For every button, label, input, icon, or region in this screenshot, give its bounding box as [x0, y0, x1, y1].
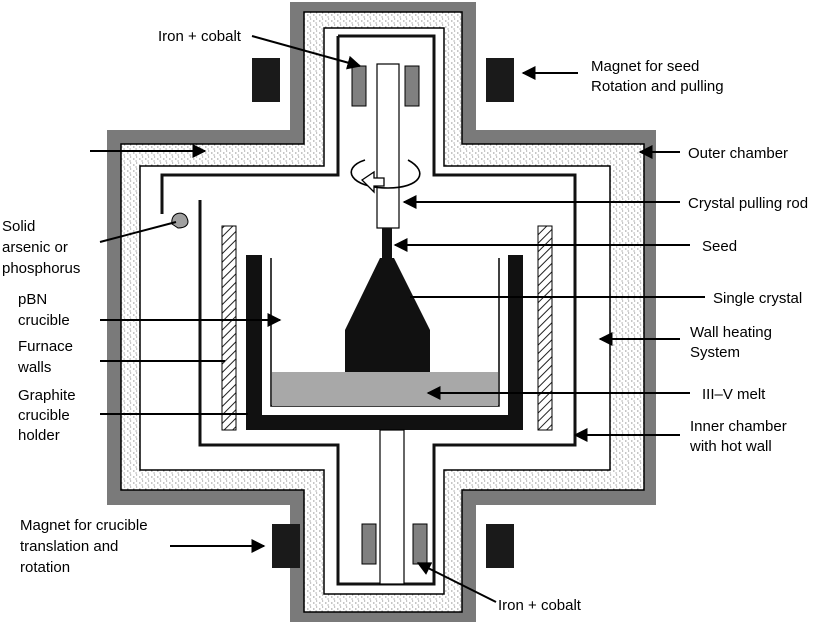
- label-magnet-seed-line1: Magnet for seed: [591, 58, 699, 75]
- label-magnet-seed-line2: Rotation and pulling: [591, 78, 724, 95]
- label-iron-cobalt-bottom: Iron + cobalt: [498, 597, 582, 614]
- label-melt: III–V melt: [702, 386, 766, 403]
- label-single-crystal: Single crystal: [713, 290, 802, 307]
- furnace-wall-right: [537, 225, 553, 431]
- label-graphite-line2: crucible: [18, 407, 70, 424]
- label-crystal-pulling-rod: Crystal pulling rod: [688, 195, 808, 212]
- label-magnet-crucible-line3: rotation: [20, 559, 70, 576]
- leader-lines: [90, 35, 705, 603]
- label-furnace-line2: walls: [17, 359, 51, 376]
- label-inner-chamber-line1: Inner chamber: [690, 418, 787, 435]
- iron-cobalt-bottom-left: [361, 523, 377, 565]
- iii-v-melt: [272, 372, 498, 406]
- label-wall-heating-line2: System: [690, 344, 740, 361]
- solid-arsenic-source: [171, 212, 189, 229]
- iron-cobalt-bottom-right: [412, 523, 428, 565]
- magnet-crucible-left: [272, 524, 300, 568]
- iron-cobalt-top-left: [351, 65, 367, 107]
- label-solid-line3: phosphorus: [2, 260, 80, 277]
- crucible-shaft: [379, 429, 405, 585]
- label-graphite-line1: Graphite: [18, 387, 76, 404]
- label-graphite-line3: holder: [18, 427, 60, 444]
- magnet-seed-right: [486, 58, 514, 102]
- single-crystal: [345, 258, 430, 372]
- crystal-pulling-rod: [376, 63, 400, 229]
- inner-chamber-top-left: [160, 36, 340, 214]
- rotation-arrowhead-icon: [360, 170, 385, 194]
- label-solid-line2: arsenic or: [2, 239, 68, 256]
- label-pbn-line2: crucible: [18, 312, 70, 329]
- inner-chamber-hot-wall: [198, 34, 577, 586]
- label-magnet-crucible-line1: Magnet for crucible: [20, 517, 148, 534]
- label-outer-chamber: Outer chamber: [688, 145, 788, 162]
- label-seed: Seed: [702, 238, 737, 255]
- rotation-arrow-icon: [350, 159, 421, 189]
- label-iron-cobalt-top: Iron + cobalt: [158, 28, 242, 45]
- furnace-wall-left: [221, 225, 237, 431]
- magnet-crucible-right: [486, 524, 514, 568]
- iron-cobalt-top-right: [404, 65, 420, 107]
- seed: [382, 228, 392, 258]
- label-solid-line1: Solid: [2, 218, 35, 235]
- label-inner-chamber-line2: with hot wall: [689, 438, 772, 455]
- label-furnace-line1: Furnace: [18, 338, 73, 355]
- label-pbn-line1: pBN: [18, 291, 47, 308]
- label-magnet-crucible-line2: translation and: [20, 538, 118, 555]
- magnet-seed-left: [252, 58, 280, 102]
- label-wall-heating-line1: Wall heating: [690, 324, 772, 341]
